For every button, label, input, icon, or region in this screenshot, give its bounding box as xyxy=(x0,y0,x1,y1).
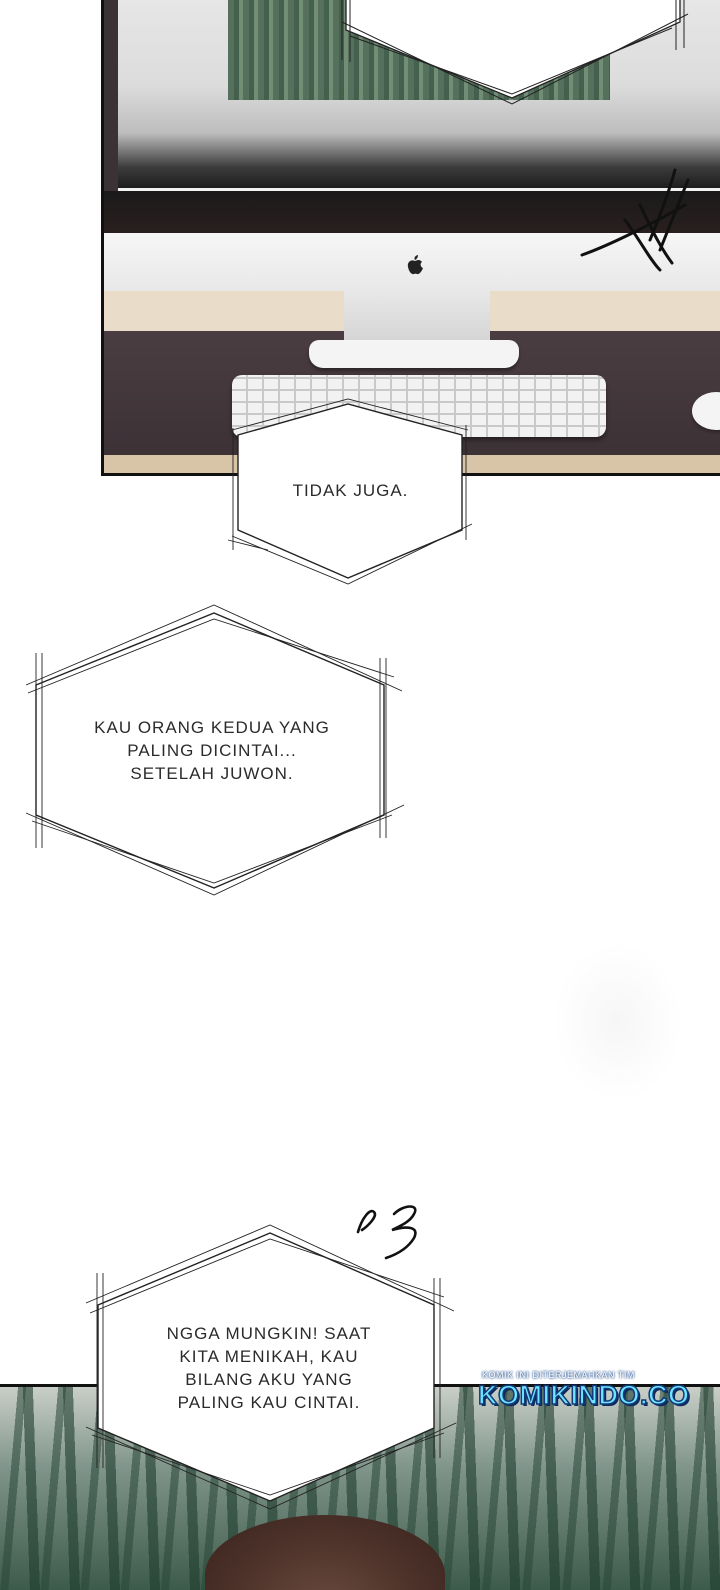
bubble-text-ngga-mungkin: NGGA MUNGKIN! SAAT KITA MENIKAH, KAU BIL… xyxy=(166,1324,372,1412)
bubble-outline xyxy=(227,398,473,585)
faint-tree-ghost xyxy=(553,942,683,1102)
bubble-outline xyxy=(25,604,405,896)
sfx-squiggle-mark xyxy=(352,1200,432,1270)
speech-bubble-top-partial xyxy=(340,0,710,110)
speech-bubble-kau-orang-kedua: KAU ORANG KEDUA YANG PALING DICINTAI... … xyxy=(22,603,410,898)
bubble-outline xyxy=(85,1224,457,1510)
apple-logo-icon xyxy=(404,254,426,276)
bubble-outline xyxy=(341,0,689,105)
speech-bubble-tidak-juga: TIDAK JUGA. xyxy=(227,398,478,585)
watermark-logo-text: KOMIKINDO.CO xyxy=(477,1379,690,1411)
monitor-stand-neck xyxy=(344,291,490,343)
monitor-bezel xyxy=(104,191,720,233)
top-comic-panel xyxy=(101,0,720,476)
komikindo-watermark: KOMIK INI DITERJEMAHKAN TIM KOMIKINDO.CO xyxy=(477,1370,710,1418)
monitor-screen-edge xyxy=(118,188,720,191)
bubble-text-tidak-juga: TIDAK JUGA. xyxy=(292,480,409,500)
watermark-caption: KOMIK INI DITERJEMAHKAN TIM xyxy=(482,1370,635,1380)
sfx-scratch-mark xyxy=(580,165,690,275)
speech-bubble-ngga-mungkin: NGGA MUNGKIN! SAAT KITA MENIKAH, KAU BIL… xyxy=(84,1223,459,1513)
bubble-text-kau-orang-kedua: KAU ORANG KEDUA YANG PALING DICINTAI... … xyxy=(94,718,330,783)
monitor-stand-foot xyxy=(309,340,519,368)
